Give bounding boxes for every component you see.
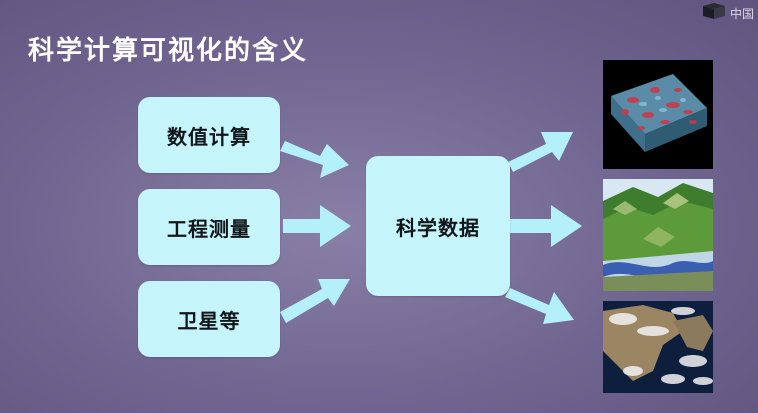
volume-render-image — [603, 60, 713, 169]
terrain-render-image — [603, 179, 713, 291]
center-box-scientific-data: 科学数据 — [366, 156, 510, 296]
arrow-satellite-to-data — [280, 279, 350, 323]
watermark: 中国 — [697, 0, 758, 26]
arrow-data-to-volume — [508, 132, 573, 172]
arrow-survey-to-data — [283, 205, 351, 247]
page-title: 科学计算可视化的含义 — [28, 36, 309, 66]
source-box-engineering-measurement: 工程测量 — [138, 189, 280, 265]
watermark-text: 中国 — [729, 6, 754, 21]
source-box-satellite: 卫星等 — [138, 281, 280, 357]
satellite-map-image — [603, 301, 713, 393]
arrow-data-to-terrain — [510, 205, 582, 247]
watermark-logo-icon — [701, 2, 727, 24]
arrow-calc-to-data — [280, 141, 349, 178]
arrow-data-to-satellite — [505, 288, 574, 324]
source-box-numerical-computation: 数值计算 — [138, 97, 280, 173]
